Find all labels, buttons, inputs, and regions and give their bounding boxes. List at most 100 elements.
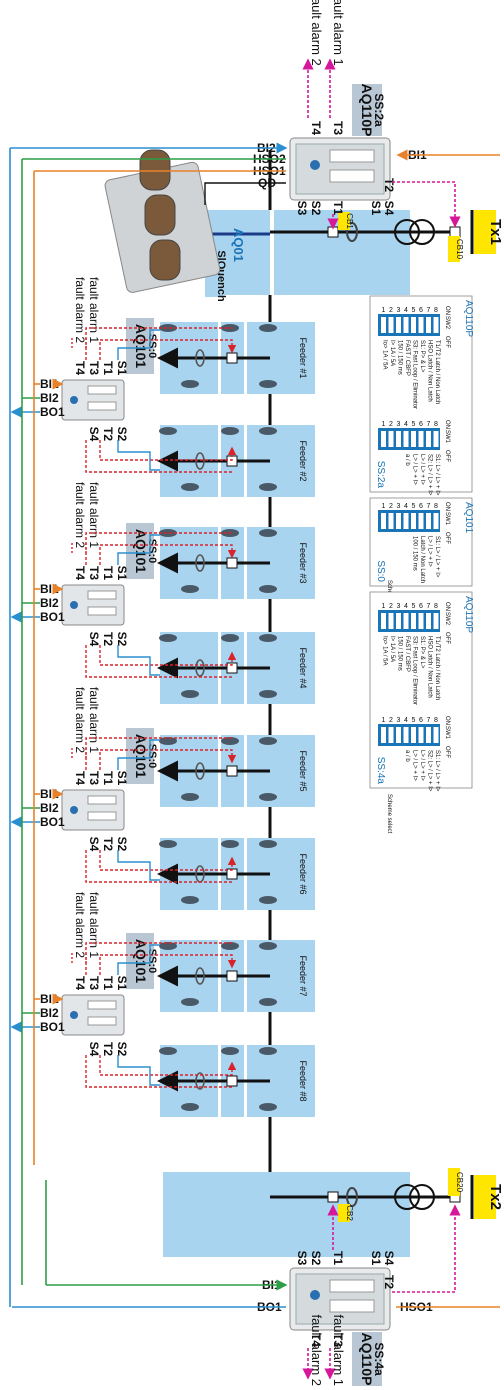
relay-bottom-fault2-label: fault alarm 2: [309, 1314, 324, 1386]
relay-aq101-bi1: BI1: [40, 787, 59, 801]
legend-ss: SS:4a: [375, 757, 386, 785]
relay-aq101-t1: T1: [101, 361, 115, 375]
feeder-breaker: [226, 557, 238, 569]
relay-aq101-fault2: fault alarm 2: [73, 277, 87, 343]
switch-row-text: L> / L> + I>: [427, 536, 433, 567]
relay-aq101-t3: T3: [87, 566, 101, 580]
legend-ss: SS:0: [375, 560, 386, 582]
switch-row-text: S1: L> / L> + I>: [434, 536, 440, 578]
relay-aq101-s1: S1: [115, 976, 129, 991]
arc-sensor-icon: [259, 427, 277, 435]
feeder-ct: [195, 452, 205, 470]
switch-num: 2: [389, 421, 393, 428]
arc-sensor-icon: [259, 483, 277, 491]
relay-aq101-fault2: fault alarm 2: [73, 482, 87, 548]
switch-on: ON: [444, 716, 450, 725]
relay-bottom-s4: S4: [382, 1251, 396, 1266]
arc-sensor-icon: [221, 1047, 239, 1055]
relay-aq101-t2: T2: [101, 837, 115, 851]
arc-sensor-icon: [181, 896, 199, 904]
tx2-label: Tx2: [487, 1184, 504, 1210]
switch-name: SW2: [444, 316, 450, 330]
relay-top-model-bg: [352, 84, 382, 136]
switch-num: 2: [389, 503, 393, 510]
relay-aq101-bo1: BO1: [40, 610, 65, 624]
switch-num: 1: [382, 307, 386, 314]
arc-sensor-icon: [181, 483, 199, 491]
cb10-box: [449, 226, 461, 238]
tx2-winding-a: [394, 1184, 420, 1210]
switch-row-text: a / b: [404, 454, 410, 466]
relay-bottom-t4: T4: [309, 1333, 323, 1347]
relay-aq101-s2: S2: [115, 427, 129, 442]
arc-sensor-icon: [181, 1103, 199, 1111]
arc-sensor-icon: [259, 793, 277, 801]
switch-toggle-icon: [411, 727, 416, 743]
relay-aq101-ss: SS:0: [146, 334, 158, 358]
relay-bottom-model-bg: [352, 1332, 382, 1386]
switch-toggle-icon: [388, 613, 394, 629]
switch-off: OFF: [444, 632, 450, 644]
switch-num: 6: [419, 603, 423, 610]
switch-num: 5: [412, 421, 416, 428]
switch-row-text: FAST / CBFP: [404, 636, 410, 672]
relay-top-model: AQ110P: [359, 84, 375, 137]
feeder-7: Feeder #7: [157, 940, 315, 1012]
relay-aq101-t4: T4: [73, 771, 87, 785]
arc-sensor-icon: [159, 324, 177, 332]
switch-on: ON: [444, 306, 450, 315]
switch-row-text: Io> 1A / 5A: [382, 636, 388, 666]
switch-num: 7: [427, 603, 431, 610]
relay-aq101-t3: T3: [87, 771, 101, 785]
switch-num: 7: [427, 307, 431, 314]
feeder-label: Feeder #5: [298, 750, 308, 791]
relay-aq101-fault1: fault alarm 1: [87, 892, 101, 958]
switch-toggle-icon: [411, 613, 416, 629]
feeder-breaker: [226, 1075, 238, 1087]
switch-toggle-icon: [433, 513, 439, 529]
incomer-1-panel: [208, 210, 410, 295]
relay-top-t4: T4: [309, 121, 323, 135]
switch-row-text: S2: L> / L> + I>: [427, 454, 433, 496]
relay-aq101-bi1: BI1: [40, 377, 59, 391]
switch-row-text: T1/T2 Latch / Non Latch: [434, 636, 440, 700]
switch-num: 6: [419, 307, 423, 314]
switch-toggle-icon: [403, 513, 409, 529]
switch-toggle-icon: [396, 317, 401, 333]
arc-sensor-icon: [259, 896, 277, 904]
feeder-breaker: [226, 970, 238, 982]
switch-off: OFF: [444, 746, 450, 758]
feeder-8: Feeder #8: [157, 1045, 315, 1117]
relay-aq101-model: AQ101: [133, 734, 149, 779]
relay-aq101-s4: S4: [87, 1042, 101, 1057]
switch-num: 8: [434, 717, 438, 724]
switch-on: ON: [444, 420, 450, 429]
switch-num: 5: [412, 307, 416, 314]
arc-sensor-icon: [159, 634, 177, 642]
switch-row-text: HSO Latch / Non Latch: [427, 340, 433, 402]
switch-num: 4: [404, 603, 408, 610]
switch-num: 4: [404, 717, 408, 724]
switch-row-text: I> 1A / 5A: [389, 636, 395, 662]
switch-toggle-icon: [411, 513, 416, 529]
switch-num: 7: [427, 503, 431, 510]
relay-aq101-bo1: BO1: [40, 1020, 65, 1034]
switch-toggle-icon: [388, 513, 394, 529]
switch-num: 4: [404, 503, 408, 510]
relay-aq101-s2: S2: [115, 632, 129, 647]
arc-sensor-icon: [181, 380, 199, 388]
relay-aq101-model: AQ101: [133, 939, 149, 984]
arc-sensor-icon: [159, 737, 177, 745]
relay-aq101-bi2: BI2: [40, 1006, 59, 1020]
switch-toggle-icon: [396, 727, 401, 743]
switch-row-text: L> / L> + I>: [419, 454, 425, 485]
relay-aq101-fault2: fault alarm 2: [73, 892, 87, 958]
legend-title: AQ101: [463, 502, 474, 534]
relay-top-s4: S4: [382, 201, 396, 216]
relay-aq101-t2: T2: [101, 1042, 115, 1056]
switch-num: 6: [419, 421, 423, 428]
ct-incomer-1: [346, 222, 358, 242]
switch-row-text: S2: L> / L> + I>: [427, 750, 433, 792]
